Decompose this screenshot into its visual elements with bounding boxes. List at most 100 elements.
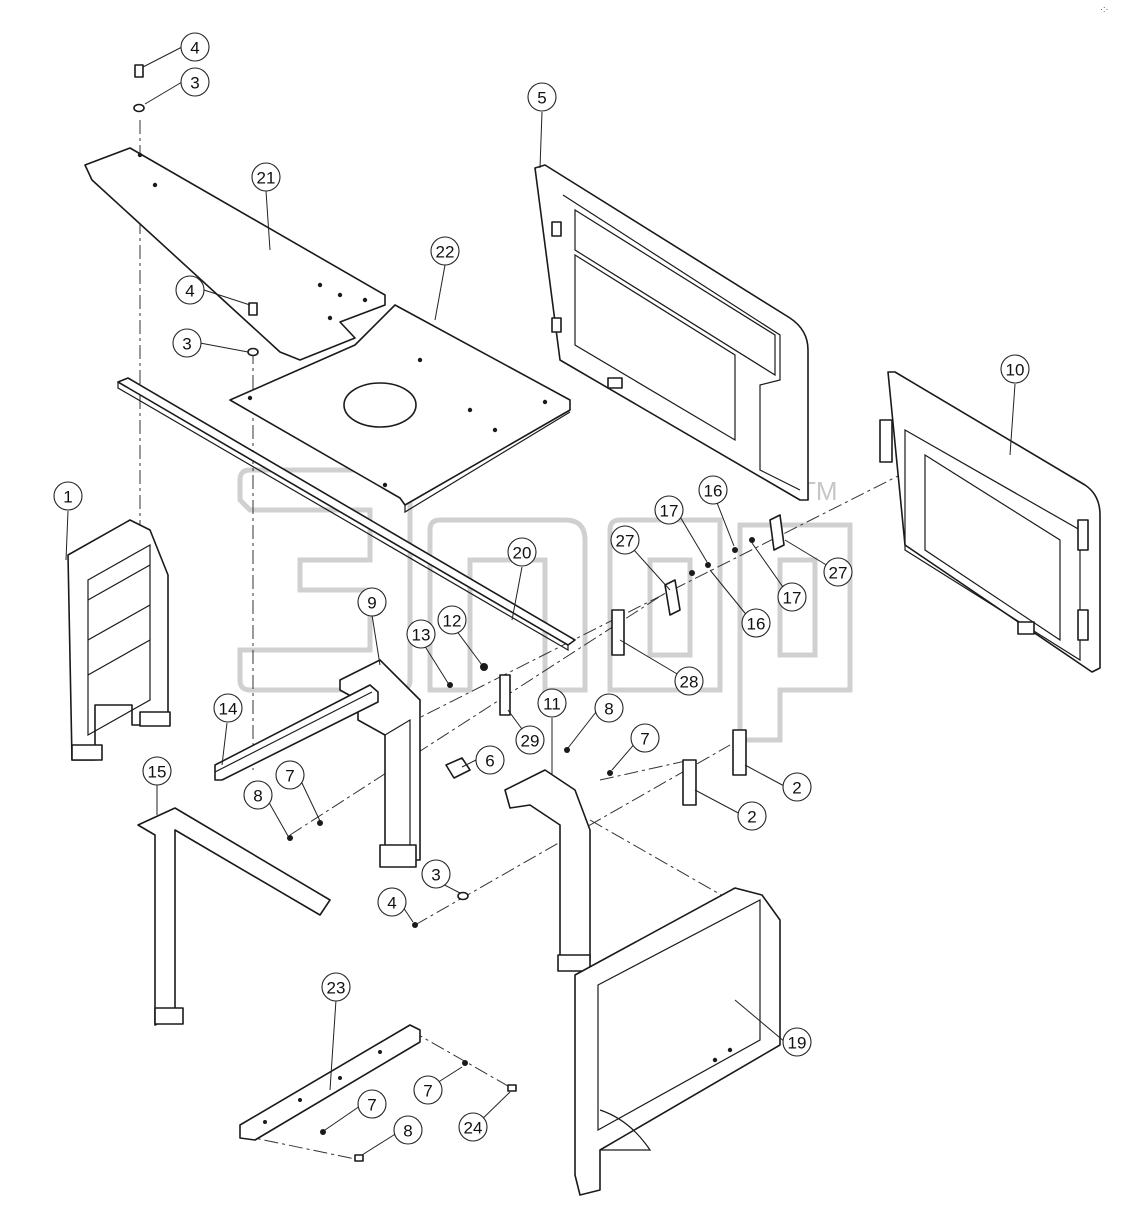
callout-circle [1000, 354, 1030, 384]
callout-label: 9 [367, 594, 376, 613]
nut-17-a [689, 570, 695, 576]
callout-circle [698, 475, 728, 505]
callout-circle [527, 82, 557, 112]
callout-4: 4 [180, 32, 210, 62]
callout-19: 19 [782, 1027, 812, 1057]
callout-3: 3 [172, 328, 202, 358]
callout-2: 2 [737, 801, 767, 831]
callout-23: 23 [321, 972, 351, 1002]
callout-circle [610, 525, 640, 555]
callout-circle [777, 582, 807, 612]
callout-7: 7 [275, 760, 305, 790]
callout-3: 3 [180, 67, 210, 97]
callout-label: 19 [788, 1034, 807, 1053]
callout-label: 16 [704, 482, 723, 501]
callout-circle [321, 972, 351, 1002]
callout-label: 7 [423, 1082, 432, 1101]
bolt-4-mid [248, 302, 258, 316]
callout-label: 1 [63, 488, 72, 507]
callout-circle [275, 760, 305, 790]
callout-27: 27 [823, 557, 853, 587]
callout-label: 28 [680, 673, 699, 692]
washer-16-b [732, 547, 738, 553]
callout-circle [475, 745, 505, 775]
callout-8: 8 [393, 1115, 423, 1145]
callout-7: 7 [413, 1075, 443, 1105]
callout-21: 21 [251, 162, 281, 192]
callout-circle [674, 666, 704, 696]
watermark: TM [237, 467, 853, 743]
callout-14: 14 [213, 693, 243, 723]
callout-label: 7 [367, 1096, 376, 1115]
part-29-strip [499, 674, 511, 716]
callout-label: 4 [185, 282, 194, 301]
callout-label: 24 [464, 1119, 483, 1138]
callout-circle [53, 481, 83, 511]
callout-8: 8 [243, 780, 273, 810]
callout-label: 7 [640, 730, 649, 749]
callout-10: 10 [1000, 354, 1030, 384]
callout-label: 4 [387, 894, 396, 913]
callout-label: 22 [436, 243, 455, 262]
callout-label: 10 [1006, 361, 1025, 380]
washer-3-top [133, 103, 145, 113]
callout-label: 5 [537, 89, 546, 108]
bolt-4-low [412, 922, 418, 928]
callout-label: 8 [403, 1122, 412, 1141]
callout-label: 17 [660, 502, 679, 521]
callout-20: 20 [507, 537, 537, 567]
part-22-base-plate [229, 304, 571, 514]
callout-circle [180, 67, 210, 97]
callout-label: 27 [829, 564, 848, 583]
callout-label: 27 [616, 532, 635, 551]
callout-3: 3 [421, 859, 451, 889]
callout-label: 13 [412, 626, 431, 645]
callout-label: 14 [219, 700, 238, 719]
washer-7-right [607, 770, 613, 776]
callout-circle [630, 723, 660, 753]
callout-13: 13 [406, 619, 436, 649]
part-2-plate-upper [732, 729, 747, 776]
part-10-side-panel [879, 371, 1101, 673]
callout-circle [421, 859, 451, 889]
callout-circle [654, 495, 684, 525]
callout-label: 29 [521, 732, 540, 751]
washer-13 [447, 682, 453, 688]
part-19-large-panel [574, 887, 781, 1196]
callout-circle [437, 605, 467, 635]
callout-label: 16 [747, 615, 766, 634]
callout-label: 2 [747, 808, 756, 827]
callout-label: 3 [431, 866, 440, 885]
callout-circle [357, 587, 387, 617]
callout-7: 7 [630, 723, 660, 753]
callout-22: 22 [430, 236, 460, 266]
callout-circle [594, 693, 624, 723]
callout-4: 4 [377, 887, 407, 917]
callout-label: 23 [327, 979, 346, 998]
callout-12: 12 [437, 605, 467, 635]
callout-circle [741, 608, 771, 638]
callout-4: 4 [175, 275, 205, 305]
callout-label: 6 [485, 752, 494, 771]
callout-16: 16 [741, 608, 771, 638]
part-15-l-bracket [137, 807, 331, 1026]
callout-circle [507, 537, 537, 567]
callout-circle [537, 688, 567, 718]
fasteners [133, 64, 755, 1162]
corner-mark: ·:· [1100, 4, 1109, 14]
callout-circle [515, 725, 545, 755]
bolt-24 [507, 1084, 517, 1092]
callout-circle [251, 162, 281, 192]
bolt-8-left [287, 835, 293, 841]
bolt-8-right [564, 747, 570, 753]
callout-11: 11 [537, 688, 567, 718]
part-14-beam [214, 684, 379, 781]
callout-circle [180, 32, 210, 62]
callout-circle [737, 801, 767, 831]
callout-circle [377, 887, 407, 917]
callout-label: 20 [513, 544, 532, 563]
callout-circle [406, 619, 436, 649]
callout-circle [213, 693, 243, 723]
callout-16: 16 [698, 475, 728, 505]
